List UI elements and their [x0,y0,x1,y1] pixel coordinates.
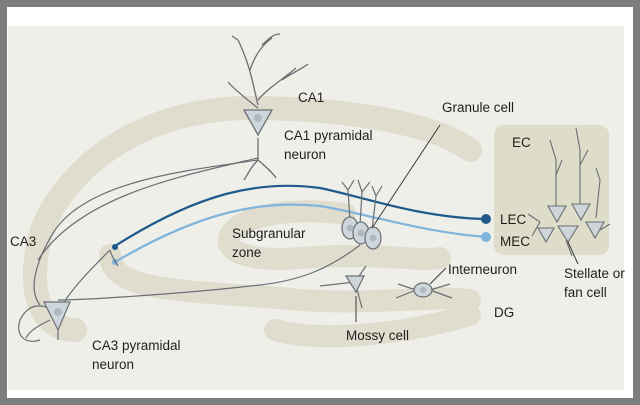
lec-terminal-end [112,244,118,250]
ec-label: EC [512,135,531,150]
ec-stellate-cell-4 [585,221,605,240]
granule-nucleus-3 [369,234,377,242]
dg-label: DG [494,305,514,320]
ec-dendrites [527,127,611,257]
ec-stellate-cell-1 [547,205,567,224]
ca-band [23,95,482,342]
interneuron-processes [395,283,453,299]
ec-stellate-cell-3 [557,225,579,244]
stellate-callout-line [567,241,579,265]
granule-cell-label: Granule cell [442,100,514,115]
stellate-label-line2: fan cell [564,285,607,300]
mossy-cell [344,275,365,294]
ca3-pyramidal-label-line1: CA3 pyramidal [92,338,181,353]
granule-dendrites [341,179,383,231]
subgranular-zone-label-line1: Subgranular [232,226,306,241]
ca1-nucleus [254,114,262,122]
ca3-label: CA3 [10,234,36,249]
ca3-pyramidal-neuron [43,301,71,332]
lec-terminal-start [481,214,491,224]
interneuron-label: Interneuron [448,262,517,277]
dg-upper-band [217,200,451,270]
mec-label: MEC [500,234,530,249]
ec-stellate-cell-5 [537,227,555,244]
dg-bottom-band [264,304,481,348]
ca1-pyramidal-label-line2: neuron [284,147,326,162]
ca1-pyramidal-neuron [242,109,274,137]
stellate-label-line1: Stellate or [564,266,625,281]
ca1-pyramidal-label-line1: CA1 pyramidal [284,128,373,143]
interneuron-callout-line [429,267,447,285]
ca1-label: CA1 [298,90,324,105]
lec-label: LEC [500,212,527,227]
subgranular-zone-label-line2: zone [232,245,261,260]
lec-pathway [114,184,487,247]
granule-nucleus-2 [357,229,365,237]
granule-callout-line [371,124,441,229]
ca3-nucleus [54,308,62,316]
dg-lower-band [99,244,481,313]
granule-nucleus-1 [346,224,354,232]
ca3-pyramidal-label-line2: neuron [92,357,134,372]
mec-pathway [114,203,487,263]
mec-terminal-start [481,232,491,242]
ca3-to-ca1-axon [33,159,259,306]
ca1-recurrent-axon [37,157,259,261]
ca1-dendrites [227,33,309,181]
mossy-cell-label: Mossy cell [346,328,409,343]
interneuron-nucleus [420,287,426,293]
ec-stellate-cell-2 [571,203,591,222]
